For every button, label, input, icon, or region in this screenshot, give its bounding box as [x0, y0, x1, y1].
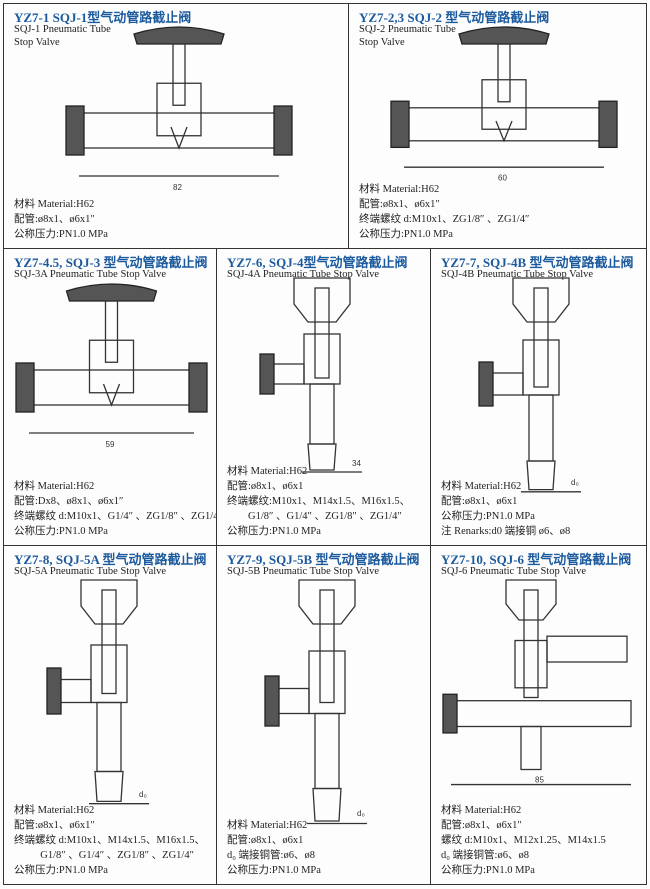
valve-drawing: 85	[442, 579, 632, 786]
valve-subtitle: SQJ-4B Pneumatic Tube Stop Valve	[441, 269, 594, 280]
valve-specs: 材料 Material:H62 配管:ø8x1、ø6x1 终端螺纹:M10x1、…	[227, 466, 411, 537]
valve-title: YZ7-7, SQJ-4B 型气动管路截止阀	[441, 255, 634, 270]
valve-subtitle: SQJ-5A Pneumatic Tube Stop Valve	[14, 566, 167, 577]
valve-specs: 材料 Material:H62 配管:ø8x1、ø6x1″ 螺纹 d:M10x1…	[441, 805, 606, 876]
valve-specs: 材料 Material:H62 配管:ø8x1、ø6x1 d₀ 端接铜管:ø6、…	[227, 820, 321, 876]
valve-drawing: 34	[259, 277, 362, 473]
valve-subtitle: SQJ-5B Pneumatic Tube Stop Valve	[227, 566, 380, 577]
valve-drawing: d₀	[478, 277, 581, 493]
valve-drawing: 82	[65, 26, 293, 192]
valve-cell: YZ7-10, SQJ-6 型气动管路截止阀 SQJ-6 Pneumatic T…	[430, 545, 647, 885]
valve-specs: 材料 Material:H62 配管:Dx8、ø8x1、ø6x1″ 终端螺纹 d…	[14, 481, 216, 537]
dimension-label: 85	[535, 775, 544, 784]
valve-subtitle: SQJ-6 Pneumatic Tube Stop Valve	[441, 566, 587, 577]
valve-subtitle: SQJ-3A Pneumatic Tube Stop Valve	[14, 269, 167, 280]
valve-cell: YZ7-8, SQJ-5A 型气动管路截止阀 SQJ-5A Pneumatic …	[3, 545, 217, 885]
valve-specs: 材料 Material:H62 配管:ø8x1、ø6x1″ 终端螺纹 d:M10…	[14, 805, 206, 876]
valve-subtitle: SQJ-1 Pneumatic Tube Stop Valve	[14, 24, 111, 48]
valve-cell: YZ7-2,3 SQJ-2 型气动管路截止阀 SQJ-2 Pneumatic T…	[348, 3, 647, 249]
dimension-label: d₀	[357, 809, 365, 818]
valve-title: YZ7-2,3 SQJ-2 型气动管路截止阀	[359, 10, 550, 25]
valve-drawing: 60	[390, 26, 618, 182]
valve-cell: YZ7-6, SQJ-4型气动管路截止阀 SQJ-4A Pneumatic Tu…	[216, 248, 431, 546]
dimension-label: d₀	[139, 790, 147, 799]
dimension-label: d₀	[571, 478, 579, 487]
valve-title: YZ7-6, SQJ-4型气动管路截止阀	[227, 255, 408, 270]
valve-cell: YZ7-4.5, SQJ-3 型气动管路截止阀 SQJ-3A Pneumatic…	[3, 248, 217, 546]
valve-title: YZ7-1 SQJ-1型气动管路截止阀	[14, 10, 192, 25]
valve-drawing: 59	[15, 283, 208, 449]
valve-cell: YZ7-1 SQJ-1型气动管路截止阀 SQJ-1 Pneumatic Tube…	[3, 3, 349, 249]
valve-specs: 材料 Material:H62 配管:ø8x1、ø6x1″ 公称压力:PN1.0…	[14, 199, 108, 240]
valve-drawing: d₀	[264, 579, 367, 825]
valve-subtitle: SQJ-2 Pneumatic Tube Stop Valve	[359, 24, 456, 48]
valve-subtitle: SQJ-4A Pneumatic Tube Stop Valve	[227, 269, 380, 280]
valve-drawing: d₀	[46, 579, 149, 805]
valve-specs: 材料 Material:H62 配管:ø8x1、ø6x1 公称压力:PN1.0 …	[441, 481, 571, 537]
valve-title: YZ7-9, SQJ-5B 型气动管路截止阀	[227, 552, 420, 567]
valve-cell: YZ7-9, SQJ-5B 型气动管路截止阀 SQJ-5B Pneumatic …	[216, 545, 431, 885]
dimension-label: 59	[106, 440, 115, 449]
valve-specs: 材料 Material:H62 配管:ø8x1、ø6x1″ 终端螺纹 d:M10…	[359, 184, 530, 240]
valve-title: YZ7-8, SQJ-5A 型气动管路截止阀	[14, 552, 207, 567]
valve-cell: YZ7-7, SQJ-4B 型气动管路截止阀 SQJ-4B Pneumatic …	[430, 248, 647, 546]
dimension-label: 34	[352, 459, 361, 468]
dimension-label: 60	[498, 173, 507, 182]
valve-title: YZ7-4.5, SQJ-3 型气动管路截止阀	[14, 255, 208, 270]
dimension-label: 82	[173, 183, 182, 192]
valve-title: YZ7-10, SQJ-6 型气动管路截止阀	[441, 552, 632, 567]
